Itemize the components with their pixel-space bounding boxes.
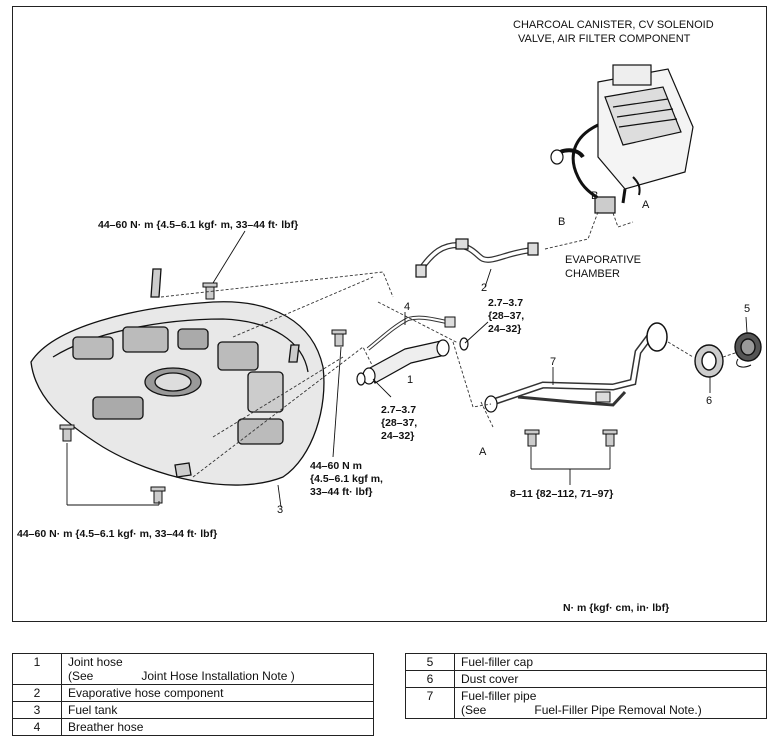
part-name-cell: Fuel tank	[61, 701, 374, 719]
parts-table-right: 5 Fuel-filler cap 6 Dust cover 7 Fuel-fi…	[405, 653, 767, 719]
part-num-cell: 2	[12, 684, 62, 702]
torque-top-left: 44–60 N· m {4.5–6.1 kgf· m, 33–44 ft· lb…	[98, 219, 298, 231]
table-row: 1 Joint hose (See Joint Hose Installation…	[12, 653, 374, 685]
table-row: 5 Fuel-filler cap	[405, 653, 767, 671]
table-row: 4 Breather hose	[12, 718, 374, 736]
part-number-1: 1	[407, 374, 413, 386]
fuel-tank	[30, 268, 325, 486]
reference-a-top: A	[642, 199, 650, 211]
reference-b-mid: B	[558, 216, 565, 228]
part-name-cell: Fuel-filler pipe (See Fuel-Filler Pipe Re…	[454, 687, 767, 719]
torque-center-line2: {4.5–6.1 kgf m,	[310, 473, 383, 485]
table-row: 3 Fuel tank	[12, 701, 374, 719]
torque-clamp-upper-line3: 24–32}	[488, 323, 521, 335]
torque-filler-bolts: 8–11 {82–112, 71–97}	[510, 488, 613, 500]
part-num-cell: 4	[12, 718, 62, 736]
torque-units-legend: N· m {kgf· cm, in· lbf}	[563, 602, 669, 614]
evaporative-chamber-label-line1: EVAPORATIVE	[565, 254, 641, 266]
table-row: 6 Dust cover	[405, 670, 767, 688]
see-label: (See	[461, 703, 487, 717]
evaporative-chamber-label-line2: CHAMBER	[565, 268, 620, 280]
part-number-2: 2	[481, 282, 487, 294]
part-see-note: (See Joint Hose Installation Note )	[68, 669, 367, 683]
part-name-cell: Joint hose (See Joint Hose Installation N…	[61, 653, 374, 685]
canister-label-line1: CHARCOAL CANISTER, CV SOLENOID	[513, 19, 714, 31]
torque-clamp-lower-line2: {28–37,	[381, 417, 417, 429]
part-num-cell: 7	[405, 687, 455, 719]
fuel-filler-pipe-removal-note-link[interactable]: Fuel-Filler Pipe Removal Note.)	[534, 703, 702, 717]
torque-bottom-left: 44–60 N· m {4.5–6.1 kgf· m, 33–44 ft· lb…	[17, 528, 217, 540]
part-num-cell: 5	[405, 653, 455, 671]
exploded-diagram: CHARCOAL CANISTER, CV SOLENOID VALVE, AI…	[17, 19, 762, 614]
table-row: 7 Fuel-filler pipe (See Fuel-Filler Pipe …	[405, 687, 767, 719]
part-number-6: 6	[706, 395, 712, 407]
joint-hose-installation-note-link[interactable]: Joint Hose Installation Note )	[141, 669, 295, 683]
part-name: Joint hose	[68, 655, 123, 669]
see-label: (See	[68, 669, 94, 683]
part-see-note: (See Fuel-Filler Pipe Removal Note.)	[461, 703, 760, 717]
part-num-cell: 3	[12, 701, 62, 719]
fuel-filler-pipe	[484, 322, 668, 413]
torque-clamp-upper-line2: {28–37,	[488, 310, 524, 322]
torque-center-line1: 44–60 N m	[310, 460, 362, 472]
part-name-cell: Dust cover	[454, 670, 767, 688]
part-num-cell: 6	[405, 670, 455, 688]
torque-clamp-upper-line1: 2.7–3.7	[488, 297, 523, 309]
torque-clamp-lower-line3: 24–32}	[381, 430, 414, 442]
dust-cover	[694, 344, 724, 378]
part-num-cell: 1	[12, 653, 62, 685]
part-name-cell: Breather hose	[61, 718, 374, 736]
torque-clamp-lower-line1: 2.7–3.7	[381, 404, 416, 416]
table-row: 2 Evaporative hose component	[12, 684, 374, 702]
part-number-5: 5	[744, 303, 750, 315]
breather-hose	[366, 315, 456, 351]
bolts	[59, 282, 618, 504]
connection-lines	[160, 211, 739, 478]
part-name: Fuel-filler pipe	[461, 689, 537, 703]
part-number-7: 7	[550, 356, 556, 368]
part-number-4: 4	[404, 301, 410, 313]
part-name-cell: Evaporative hose component	[61, 684, 374, 702]
fuel-filler-cap	[734, 332, 762, 368]
part-name-cell: Fuel-filler cap	[454, 653, 767, 671]
part-number-3: 3	[277, 504, 283, 516]
torque-center-line3: 33–44 ft· lbf}	[310, 486, 372, 498]
leader-lines	[66, 230, 748, 508]
parts-table-left: 1 Joint hose (See Joint Hose Installation…	[12, 653, 374, 736]
reference-b-top: B	[591, 190, 598, 202]
reference-a-bottom: A	[479, 446, 487, 458]
evaporative-hose-component	[415, 238, 539, 278]
diagram-frame: CHARCOAL CANISTER, CV SOLENOID VALVE, AI…	[12, 6, 767, 622]
canister-label-line2: VALVE, AIR FILTER COMPONENT	[518, 33, 691, 45]
charcoal-canister-assembly	[550, 64, 694, 214]
joint-hose	[356, 337, 469, 386]
